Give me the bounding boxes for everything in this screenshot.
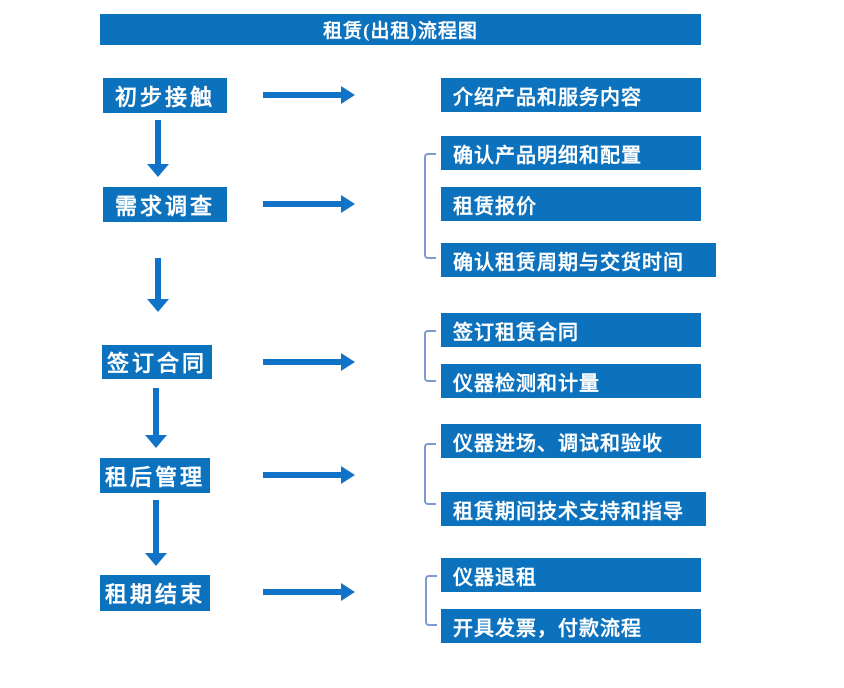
- bracket-demand-survey: [424, 153, 436, 259]
- right-arrow-3: [263, 353, 355, 371]
- stage-box-post-rental-management: 租后管理: [100, 458, 210, 493]
- down-arrow-stem: [155, 258, 161, 299]
- down-arrow-head: [145, 435, 167, 448]
- down-arrow-stem: [153, 388, 159, 435]
- right-arrow-stem: [263, 359, 341, 365]
- detail-box-introduce-products: 介绍产品和服务内容: [441, 78, 701, 112]
- right-arrow-4: [263, 466, 355, 484]
- stage-box-initial-contact: 初步接触: [103, 78, 227, 113]
- stage-box-lease-end: 租期结束: [100, 575, 210, 611]
- right-arrow-stem: [263, 472, 341, 478]
- right-arrow-stem: [263, 201, 341, 207]
- right-arrow-5: [263, 583, 355, 601]
- right-arrow-2: [263, 195, 355, 213]
- right-arrow-stem: [263, 589, 341, 595]
- down-arrow-head: [147, 164, 169, 177]
- bracket-post-rental: [424, 443, 436, 505]
- down-arrow-head: [145, 553, 167, 566]
- bracket-lease-end: [425, 575, 437, 626]
- right-arrow-head: [341, 86, 355, 104]
- down-arrow-stem: [153, 500, 159, 553]
- down-arrow-3: [145, 388, 167, 448]
- stage-box-sign-contract: 签订合同: [102, 345, 212, 379]
- right-arrow-head: [341, 583, 355, 601]
- right-arrow-head: [341, 353, 355, 371]
- detail-box-confirm-period-delivery: 确认租赁周期与交货时间: [441, 243, 716, 277]
- down-arrow-head: [147, 299, 169, 312]
- detail-box-confirm-product-config: 确认产品明细和配置: [441, 136, 701, 170]
- down-arrow-stem: [155, 120, 161, 164]
- stage-box-demand-survey: 需求调查: [103, 187, 227, 222]
- down-arrow-2: [147, 258, 169, 312]
- detail-box-rental-quote: 租赁报价: [441, 187, 701, 221]
- detail-box-instrument-return: 仪器退租: [441, 558, 701, 592]
- detail-box-invoice-payment: 开具发票，付款流程: [441, 609, 701, 643]
- right-arrow-stem: [263, 92, 341, 98]
- down-arrow-4: [145, 500, 167, 566]
- down-arrow-1: [147, 120, 169, 177]
- right-arrow-head: [341, 195, 355, 213]
- detail-box-instrument-testing: 仪器检测和计量: [441, 364, 701, 398]
- detail-box-tech-support: 租赁期间技术支持和指导: [441, 492, 706, 526]
- right-arrow-1: [263, 86, 355, 104]
- detail-box-instrument-setup-acceptance: 仪器进场、调试和验收: [441, 424, 701, 458]
- flowchart-title: 租赁(出租)流程图: [100, 14, 701, 45]
- bracket-sign-contract: [424, 330, 436, 382]
- right-arrow-head: [341, 466, 355, 484]
- detail-box-sign-rental-contract: 签订租赁合同: [441, 313, 701, 347]
